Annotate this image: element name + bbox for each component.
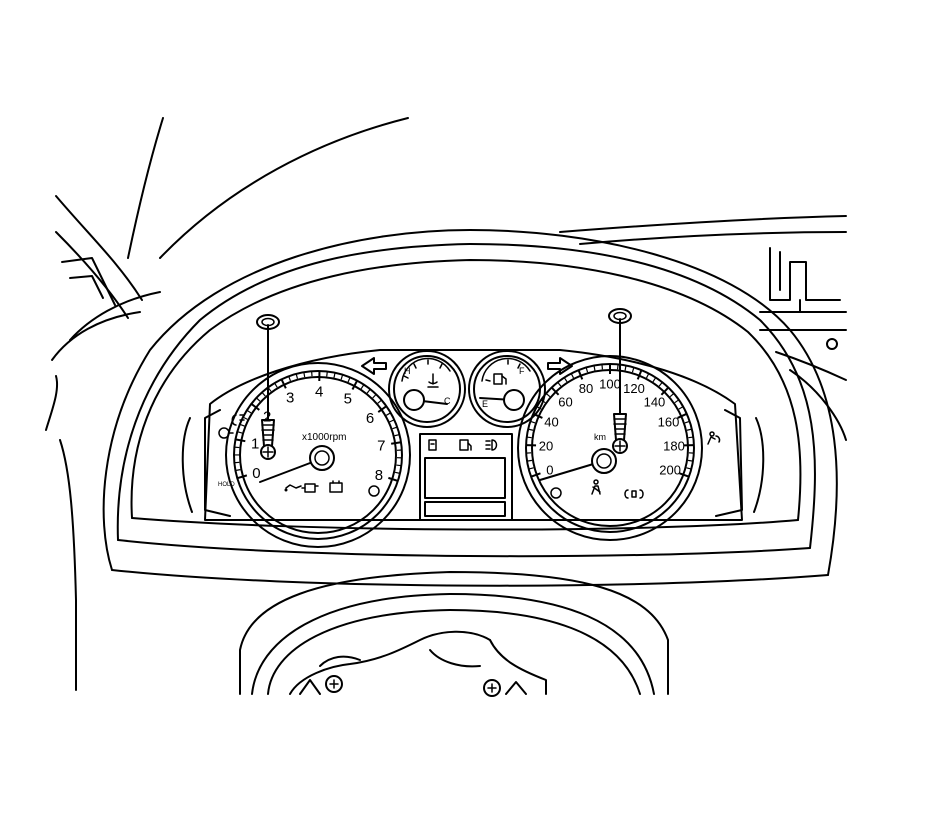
temperature-hub [404, 390, 424, 410]
speedometer-tick [527, 437, 532, 438]
speedometer-tick [546, 393, 550, 396]
tachometer-tick [391, 442, 401, 444]
tachometer-tick-label: 7 [377, 438, 385, 455]
temperature-gauge: H C [389, 351, 465, 427]
tachometer-tick [243, 417, 247, 419]
speedometer-tick [688, 460, 693, 461]
fuel-pump-icon [494, 374, 506, 384]
tachometer-tick [240, 424, 245, 426]
check-engine-icon [302, 484, 318, 492]
fuel-gauge: E F [469, 351, 545, 427]
tachometer-tick [341, 375, 342, 380]
tachometer-tick [235, 439, 245, 441]
battery-icon [330, 481, 342, 492]
tachometer-hub [310, 446, 334, 470]
speedometer-tick-label: 80 [579, 381, 593, 396]
tachometer-tick [304, 372, 305, 377]
speedometer-tick-label: 60 [558, 395, 572, 410]
tachometer-tick [289, 376, 291, 381]
speedometer-unit-label: km [594, 432, 606, 442]
cluster-bezel [104, 230, 837, 586]
speedometer-tick [653, 378, 656, 382]
airbag-icon [708, 432, 720, 444]
tachometer-tick-label: 0 [252, 465, 260, 482]
speedometer-tick [688, 437, 693, 438]
center-information-display [420, 434, 512, 520]
tachometer-needle [260, 460, 318, 482]
mounting-screw-left [257, 315, 279, 459]
brake-warning-icon [460, 440, 471, 450]
speedometer-tick [564, 378, 567, 382]
tachometer-tick [396, 465, 401, 466]
tachometer-tick-label: 8 [375, 467, 383, 484]
tachometer-tick [378, 400, 382, 403]
tachometer-tick-label: 5 [344, 391, 352, 408]
tachometer-tick [237, 432, 242, 433]
light-indicator-icon [219, 428, 233, 438]
speedometer-tick-label: 100 [599, 377, 621, 392]
speedometer-tick [679, 407, 683, 409]
hold-label: HOLD [218, 482, 235, 488]
tachometer-tick [373, 394, 376, 398]
oil-pressure-icon [285, 485, 302, 492]
speedometer-tick [527, 460, 532, 461]
tachometer-tick-label: 4 [315, 383, 323, 400]
tachometer-tick [367, 389, 370, 393]
tachometer-tick [392, 427, 397, 429]
tachometer-tick [256, 398, 260, 401]
speedometer-tick-label: 140 [644, 395, 666, 410]
low-fuel-icon [429, 440, 436, 450]
tachometer-tick [327, 372, 328, 377]
speedometer-tick [571, 373, 573, 377]
tachometer-tick [247, 410, 251, 413]
speedometer-tick-label: 200 [659, 462, 681, 477]
tachometer-tick [275, 383, 278, 387]
seatbelt-icon [592, 480, 600, 494]
speedometer-tick [659, 382, 662, 386]
tachometer-tick-label: 6 [366, 410, 374, 427]
steering-column [240, 572, 668, 696]
tachometer-tick-label: 3 [286, 390, 294, 407]
temperature-hot-label: H [404, 366, 411, 376]
fuel-full-label: F [519, 366, 525, 376]
speedometer-reset-knob [551, 488, 561, 498]
coolant-temperature-icon [428, 374, 438, 387]
speedometer-tick-label: 160 [658, 415, 680, 430]
speedometer-tick-label: 120 [623, 381, 645, 396]
light-indicator-icon [625, 490, 643, 498]
tachometer-unit-label: x1000rpm [302, 432, 346, 443]
speedometer-tick [675, 400, 679, 403]
speedometer-tick [670, 393, 674, 396]
speedometer-tick [685, 421, 690, 423]
left-turn-signal-icon [362, 358, 386, 374]
speedometer-tick [632, 367, 633, 372]
tachometer-tick [386, 413, 390, 416]
tachometer-tick [390, 420, 395, 422]
speedometer-tick [586, 367, 587, 372]
speedometer-tick [558, 382, 561, 386]
tachometer-tick [237, 475, 247, 478]
tachometer-tick-label: 1 [251, 435, 259, 452]
speedometer-tick-label: 0 [546, 462, 553, 477]
speedometer-hub [592, 449, 616, 473]
fuel-hub [504, 390, 524, 410]
speedometer-tick [646, 373, 648, 377]
fuel-empty-label: E [482, 399, 488, 409]
tachometer-tick [262, 392, 265, 396]
speedometer-tick-label: 20 [539, 438, 553, 453]
speedometer-tick-label: 40 [544, 415, 558, 430]
tachometer-reset-knob [369, 486, 379, 496]
tachometer-tick [348, 377, 350, 382]
speedometer-tick-label: 180 [663, 438, 685, 453]
tachometer-tick [361, 385, 364, 389]
high-beam-icon [486, 440, 497, 450]
speedometer-tick [530, 421, 535, 423]
